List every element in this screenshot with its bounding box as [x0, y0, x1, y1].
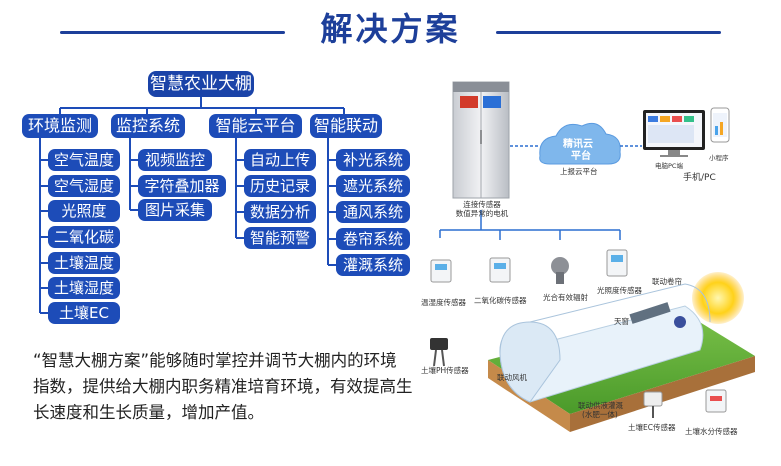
cloud-label-1: 精讯云: [563, 139, 593, 150]
item-smart-alert: 智能预警: [244, 227, 316, 249]
device-app-label: 小程序: [709, 154, 729, 162]
item-soil-temperature: 土壤温度: [48, 252, 120, 274]
system-diagram: [430, 81, 755, 432]
sun-icon: [692, 272, 744, 324]
soil-ec-label: 土壤EC传感器: [628, 423, 676, 432]
co2-sensor-icon: [489, 257, 511, 283]
category-linkage: 智能联动: [310, 114, 382, 138]
device-caption: 手机/PC: [683, 173, 716, 183]
item-soil-ec: 土壤EC: [48, 302, 120, 324]
category-monitoring: 监控系统: [111, 114, 185, 138]
greenhouse-illustration: [488, 283, 755, 432]
header-line-right: [496, 31, 721, 34]
cabinet-label-1: 连接传感器: [463, 200, 501, 209]
item-history-record: 历史记录: [244, 175, 316, 197]
sensor-label-par: 光合有效辐射: [543, 293, 588, 302]
sensor-label-co2: 二氧化碳传感器: [474, 296, 527, 305]
soil-ph-label: 土壤PH传感器: [421, 366, 469, 375]
cloud-label-2: 平台: [571, 151, 591, 162]
valve-label-2: (水肥一体): [582, 410, 618, 419]
item-irrigation: 灌溉系统: [336, 254, 410, 276]
sensor-label-temp-humidity: 温湿度传感器: [421, 298, 466, 307]
item-ventilation: 通风系统: [336, 201, 410, 223]
soil-water-sensor-icon: [705, 389, 727, 413]
category-environment: 环境监测: [22, 114, 98, 138]
header-line-left: [60, 31, 285, 34]
light-sensor-icon: [606, 249, 628, 277]
soil-ph-sensor-icon: [430, 338, 448, 367]
item-data-analysis: 数据分析: [244, 201, 316, 223]
item-co2: 二氧化碳: [48, 226, 120, 248]
item-shading: 遮光系统: [336, 175, 410, 197]
cloud-caption: 上报云平台: [560, 167, 598, 176]
control-cabinet: [452, 81, 510, 199]
phone-icon: [710, 107, 730, 143]
fan-label: 联动风机: [497, 373, 527, 382]
soil-water-label: 土壤水分传感器: [685, 427, 738, 436]
item-air-humidity: 空气湿度: [48, 175, 120, 197]
tree-connectors: [39, 97, 345, 314]
item-character-overlay: 字符叠加器: [138, 175, 226, 197]
cloud-icon: [539, 122, 621, 165]
item-picture-capture: 图片采集: [138, 199, 212, 221]
item-illuminance: 光照度: [48, 200, 120, 222]
soil-ec-sensor-icon: [643, 391, 663, 418]
item-air-temperature: 空气温度: [48, 149, 120, 171]
skylight-label: 天窗: [614, 317, 629, 326]
fan-icon: [674, 316, 686, 328]
description-text: “智慧大棚方案”能够随时掌控并调节大棚内的环境指数，提供给大棚内职务精准培育环境…: [33, 351, 413, 422]
item-roller-blind: 卷帘系统: [336, 228, 410, 250]
item-soil-humidity: 土壤湿度: [48, 277, 120, 299]
valve-label-1: 联动供液灌溉: [578, 401, 623, 410]
par-sensor-icon: [551, 257, 569, 284]
cabinet-label-2: 数值异常的电机: [455, 209, 509, 218]
tree-root: 智慧农业大棚: [148, 71, 254, 97]
item-fill-light: 补光系统: [336, 149, 410, 171]
sensor-label-light: 光照度传感器: [597, 286, 642, 295]
monitor-icon: [643, 110, 705, 157]
page-title: 解决方案: [320, 10, 461, 48]
temp-humidity-sensor-icon: [430, 259, 452, 283]
device-pc-label: 电脑PC端: [655, 162, 683, 170]
item-auto-upload: 自动上传: [244, 149, 316, 171]
category-cloud-platform: 智能云平台: [209, 114, 302, 138]
item-video-monitoring: 视频监控: [138, 149, 212, 171]
linkage-label: 联动卷帘: [652, 277, 682, 286]
